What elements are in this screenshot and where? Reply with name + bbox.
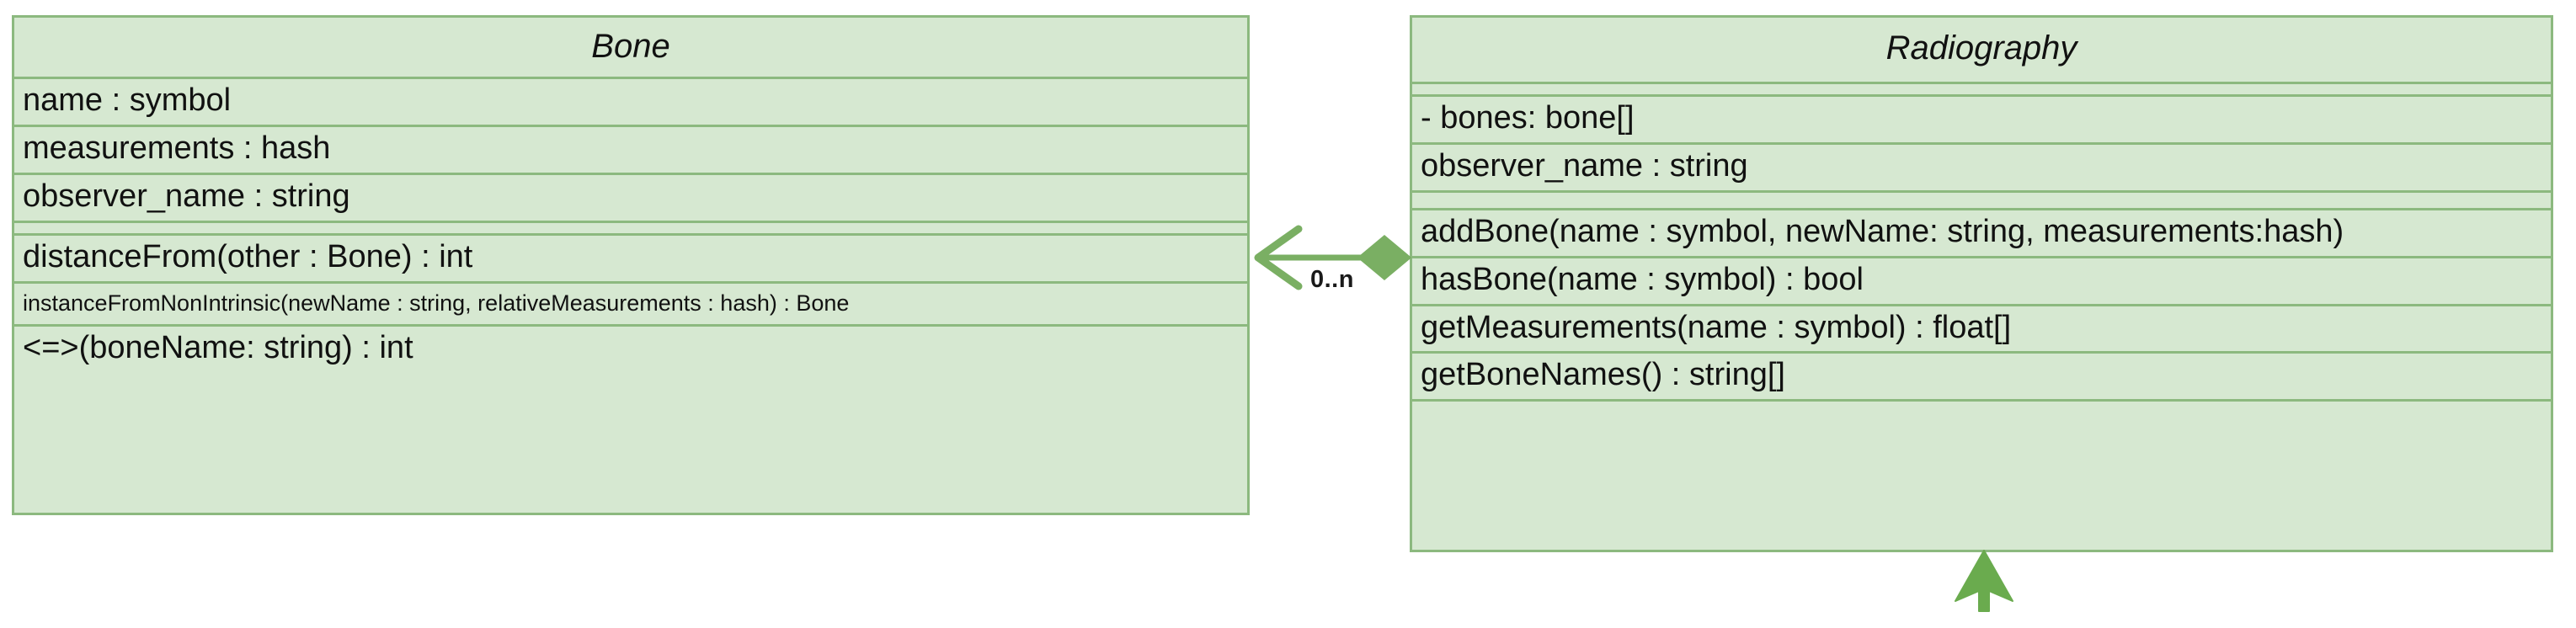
multiplicity-label: 0..n [1310,266,1354,293]
method-row[interactable]: distanceFrom(other : Bone) : int [14,235,1247,284]
empty-compartment-radiography [1412,399,2551,424]
attribute-row[interactable]: name : symbol [14,79,1247,127]
attribute-row[interactable]: - bones: bone[] [1412,97,2551,145]
attribute-row[interactable]: measurements : hash [14,126,1247,175]
compartment-divider-bone [14,222,1247,236]
methods-compartment-bone: distanceFrom(other : Bone) : int instanc… [14,235,1247,372]
uml-class-radiography[interactable]: Radiography - bones: bone[] observer_nam… [1410,15,2553,552]
attribute-row[interactable]: observer_name : string [1412,144,2551,193]
attributes-compartment-bone: name : symbol measurements : hash observ… [14,79,1247,223]
method-row[interactable]: instanceFromNonIntrinsic(newName : strin… [14,283,1247,327]
method-row[interactable]: getMeasurements(name : symbol) : float[] [1412,306,2551,354]
attribute-row[interactable]: observer_name : string [14,174,1247,223]
method-row[interactable]: getBoneNames() : string[] [1412,354,2551,400]
compartment-divider-radiography [1412,192,2551,210]
class-name-bone: Bone [14,18,1247,79]
generalization-arrow-up-icon [1955,550,2013,612]
method-row[interactable]: <=>(boneName: string) : int [14,326,1247,372]
method-row[interactable]: hasBone(name : symbol) : bool [1412,258,2551,306]
header-divider-radiography [1412,84,2551,97]
methods-compartment-radiography: addBone(name : symbol, newName: string, … [1412,210,2551,400]
uml-class-bone[interactable]: Bone name : symbol measurements : hash o… [12,15,1250,515]
class-name-radiography: Radiography [1412,18,2551,84]
method-row[interactable]: addBone(name : symbol, newName: string, … [1412,210,2551,258]
attributes-compartment-radiography: - bones: bone[] observer_name : string [1412,97,2551,193]
